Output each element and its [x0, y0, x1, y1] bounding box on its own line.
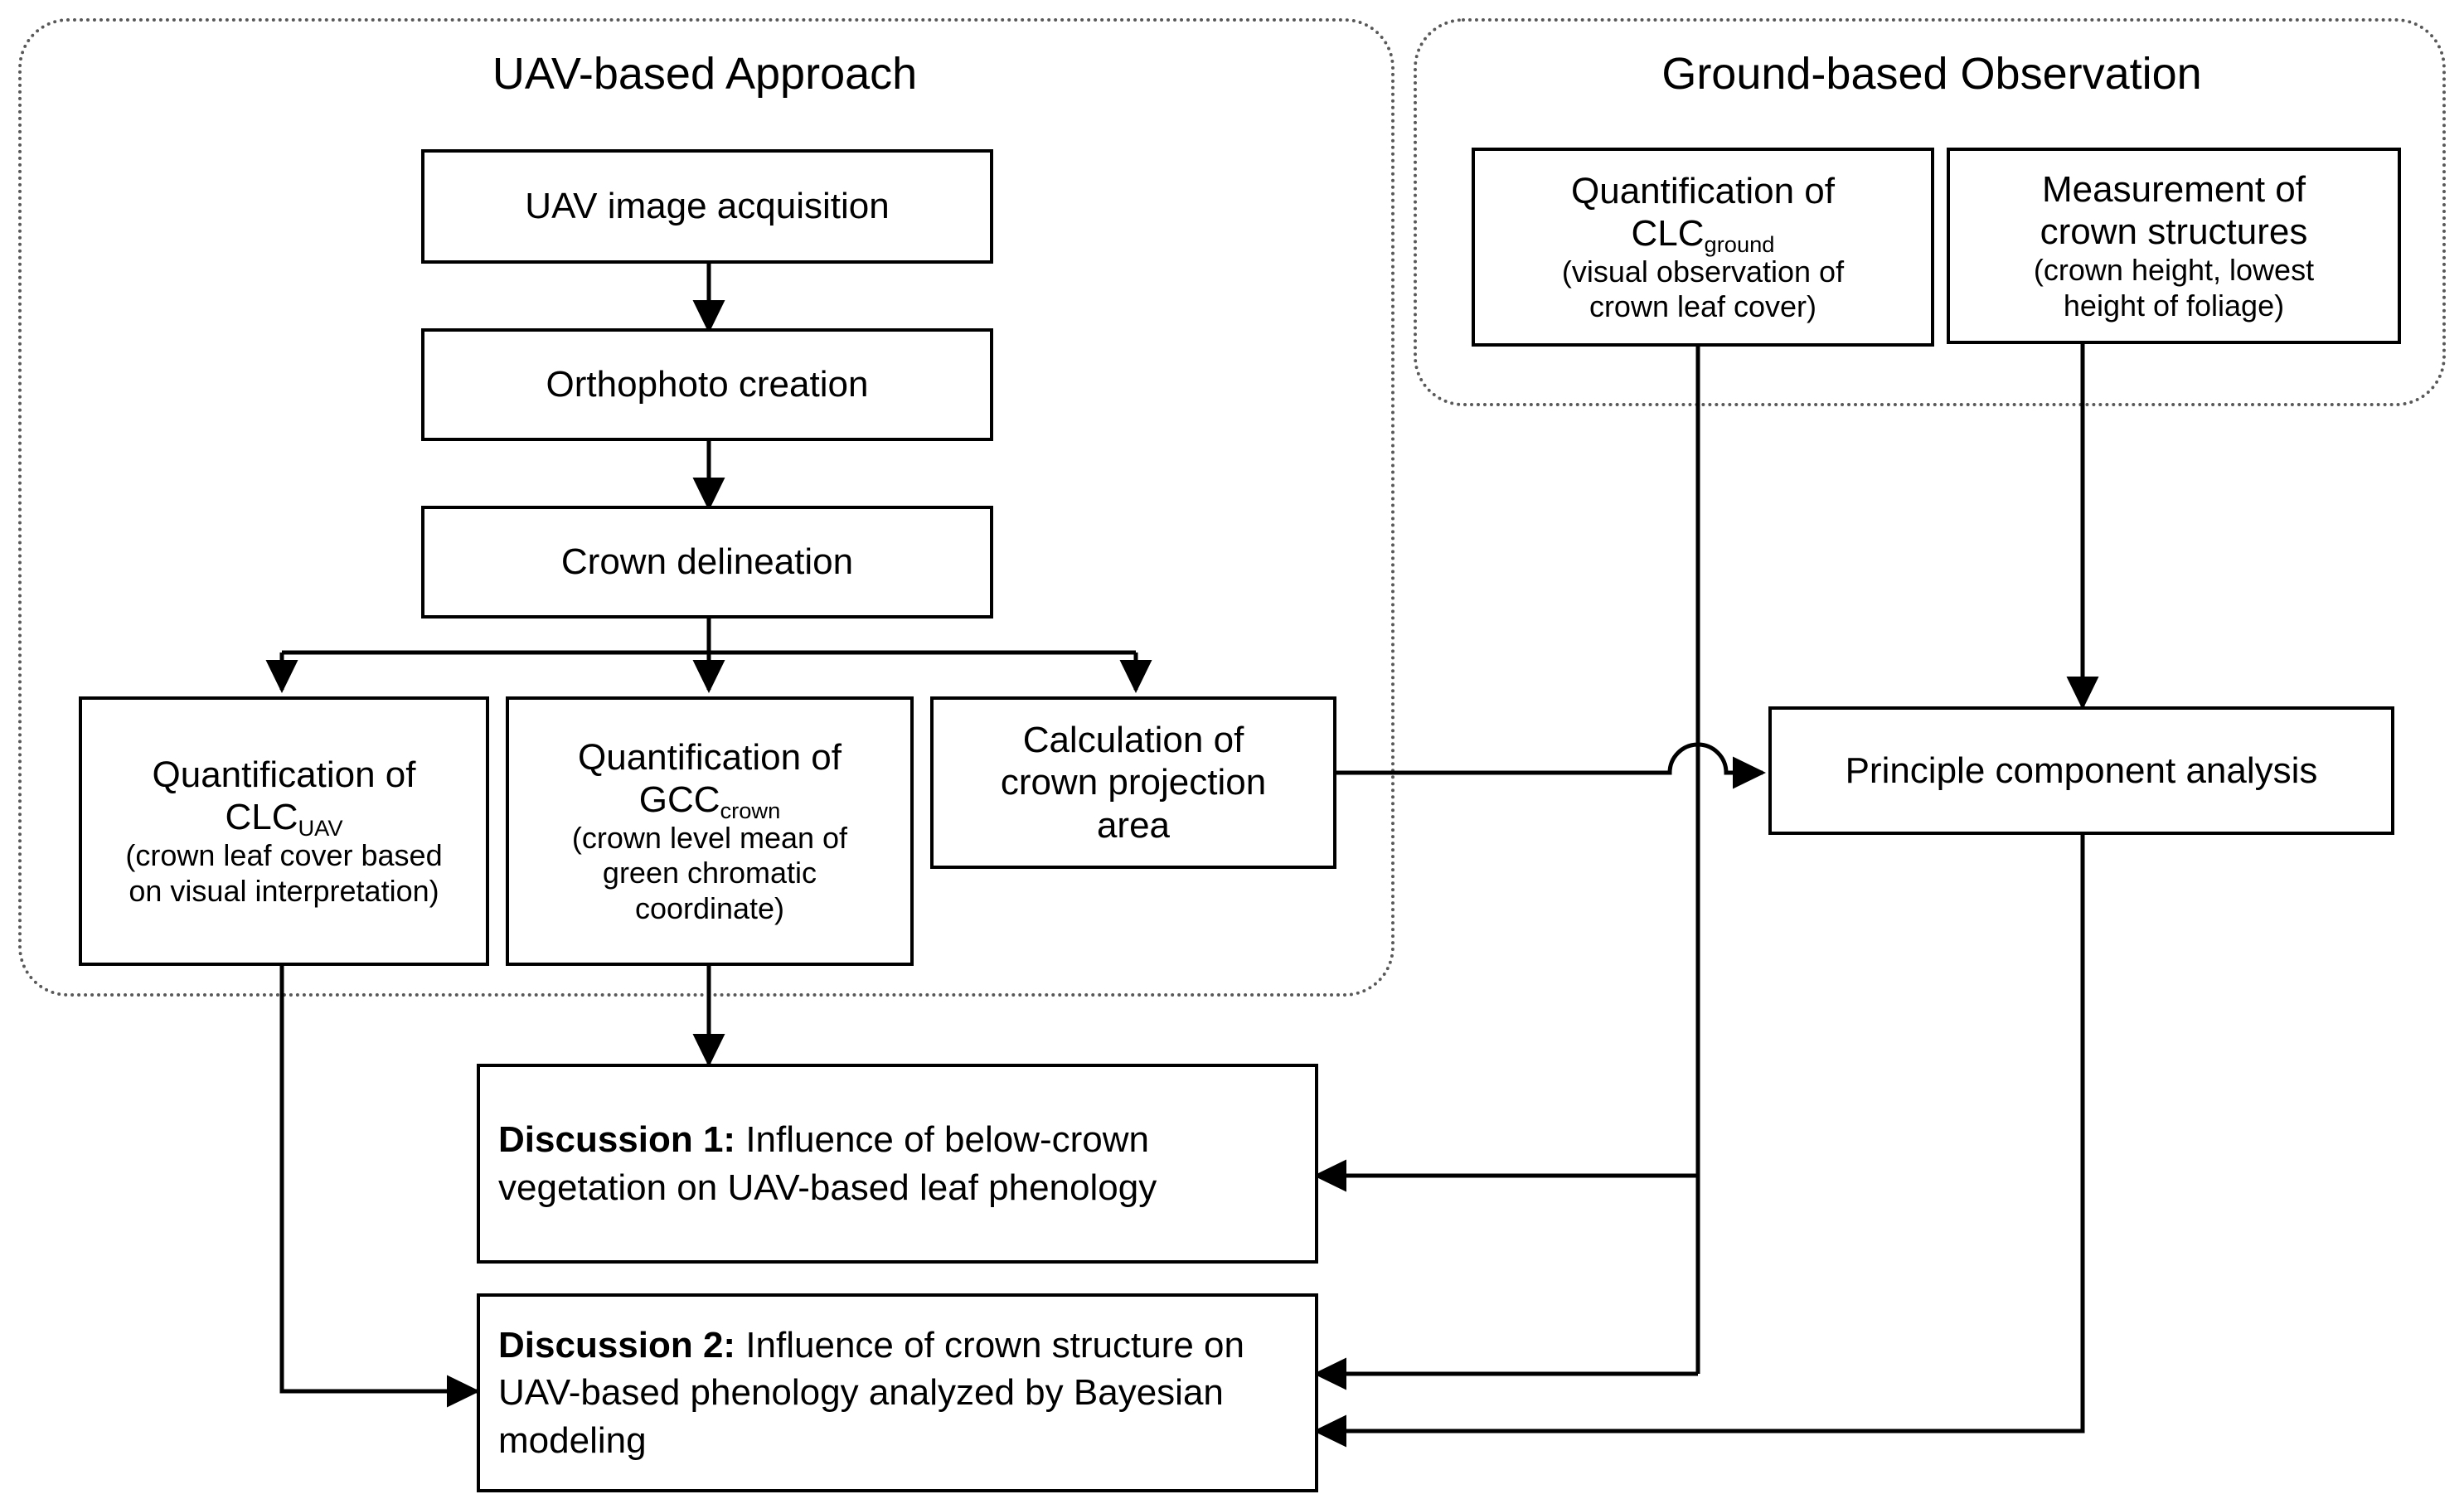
edge-clcuav-to-discussion2 — [279, 966, 481, 1408]
discussion-2-text: Influence of crown structure on UAV-base… — [498, 1325, 1244, 1461]
node-sublabel-line1: (crown leaf cover based — [125, 838, 443, 873]
node-sublabel-line1: (crown level mean of — [571, 820, 848, 855]
group-title-ground: Ground-based Observation — [1661, 49, 2202, 99]
edge-pca-to-discussion2 — [1312, 835, 2085, 1448]
node-label: Discussion 2: Influence of crown structu… — [498, 1322, 1307, 1464]
node-sublabel-line2: height of foliage) — [2063, 288, 2285, 323]
group-ground-based-observation — [1414, 18, 2446, 406]
node-quantification-gcc-crown[interactable]: Quantification of GCCcrown (crown level … — [506, 696, 914, 966]
group-title-uav: UAV-based Approach — [492, 49, 918, 99]
node-label: Discussion 1: Influence of below-crown v… — [498, 1116, 1307, 1210]
node-quantification-clc-uav[interactable]: Quantification of CLCUAV (crown leaf cov… — [79, 696, 489, 966]
discussion-1-label: Discussion 1: — [498, 1119, 736, 1161]
node-label-line2: CLCground — [1631, 212, 1775, 257]
node-measurement-crown-structures[interactable]: Measurement of crown structures (crown h… — [1947, 148, 2401, 344]
edge-cpa-to-pca — [1336, 742, 1767, 789]
node-label-line2: CLCUAV — [225, 797, 343, 842]
node-label-line2: crown projection — [1000, 762, 1267, 803]
node-discussion-2[interactable]: Discussion 2: Influence of crown structu… — [477, 1293, 1318, 1492]
node-sublabel-line2: on visual interpretation) — [129, 873, 439, 908]
node-label-line2: GCCcrown — [638, 779, 781, 823]
node-label: Crown delineation — [560, 541, 854, 583]
node-crown-projection-area[interactable]: Calculation of crown projection area — [930, 696, 1336, 869]
node-quantification-clc-ground[interactable]: Quantification of CLCground (visual obse… — [1472, 148, 1934, 347]
node-label-line1: Quantification of — [1571, 170, 1835, 211]
node-sublabel-line2: green chromatic — [602, 856, 817, 890]
node-label: Orthophoto creation — [546, 364, 869, 405]
node-orthophoto-creation[interactable]: Orthophoto creation — [421, 328, 993, 441]
node-label-line3: area — [1096, 804, 1171, 846]
subscript-uav: UAV — [298, 815, 343, 842]
discussion-2-label: Discussion 2: — [498, 1325, 736, 1366]
node-label-line1: Measurement of — [2042, 169, 2306, 210]
node-sublabel-line1: (crown height, lowest — [2033, 253, 2315, 288]
node-label: UAV image acquisition — [525, 186, 890, 227]
node-discussion-1[interactable]: Discussion 1: Influence of below-crown v… — [477, 1064, 1318, 1264]
node-principle-component-analysis[interactable]: Principle component analysis — [1768, 706, 2394, 835]
node-label-line1: Calculation of — [1022, 720, 1244, 761]
node-sublabel-line2: crown leaf cover) — [1589, 289, 1817, 324]
node-sublabel-line1: (visual observation of — [1561, 254, 1845, 289]
subscript-crown: crown — [720, 797, 781, 823]
node-label: Principle component analysis — [1845, 750, 2318, 791]
node-uav-image-acquisition[interactable]: UAV image acquisition — [421, 149, 993, 264]
node-sublabel-line3: coordinate) — [634, 890, 785, 925]
node-crown-delineation[interactable]: Crown delineation — [421, 506, 993, 619]
node-label-line1: Quantification of — [578, 736, 842, 778]
group-uav-based-approach — [18, 18, 1394, 997]
node-label-line1: Quantification of — [152, 754, 416, 795]
discussion-1-text: Influence of below-crown vegetation on U… — [498, 1119, 1157, 1208]
subscript-ground: ground — [1704, 230, 1775, 257]
node-label-line2: crown structures — [2040, 211, 2308, 253]
